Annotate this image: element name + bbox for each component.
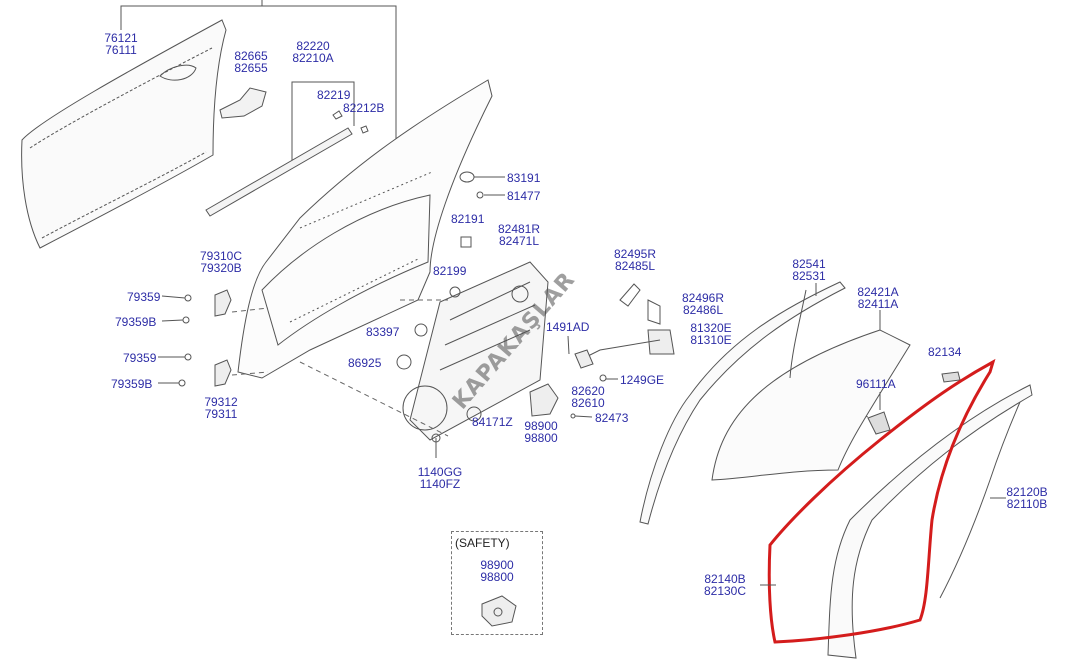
- safety-code-1: 98900: [480, 558, 514, 572]
- callout-clip-c: 1491AD: [546, 320, 590, 334]
- callout-hinge-lower-bolt2: 79359B: [111, 377, 153, 391]
- callout-outside-handle-2: 82655: [234, 61, 268, 75]
- callout-belt-1: 82220: [296, 39, 330, 53]
- callout-outside-handle-1: 82665: [234, 49, 268, 63]
- callout-clip-a: 82219: [317, 88, 351, 102]
- callout-regulator-2: 98800: [524, 431, 558, 445]
- upper-hinge-part: [214, 289, 232, 317]
- module-panel: [402, 261, 549, 441]
- callout-channel-2: 82531: [792, 269, 826, 283]
- callout-module-panel-1: 82481R: [497, 222, 541, 236]
- callout-screw-b: 82473: [595, 411, 629, 425]
- callout-body-seal-1: 82140B: [704, 572, 746, 586]
- callout-glass-1: 82421A: [857, 285, 899, 299]
- belt-weatherstrip: [205, 81, 369, 217]
- callout-plug-d: 83397: [366, 325, 400, 339]
- callout-bolt-hu1: 79359: [127, 290, 161, 304]
- door-frame: [237, 79, 493, 379]
- callout-glass-2: 82411A: [857, 297, 899, 311]
- run-channel: [639, 281, 846, 525]
- top-bracket: [120, 0, 397, 140]
- callout-bolt-hu2: 79359B: [115, 315, 157, 329]
- callout-cable-2: 82610: [571, 396, 605, 410]
- callout-outer-panel-2: 76111: [105, 43, 137, 57]
- outside-handle-part: [219, 87, 267, 119]
- callout-door-seal-2: 82110B: [1006, 497, 1048, 511]
- small-plugs: [396, 171, 618, 458]
- callout-grommet: 84171Z: [472, 415, 513, 429]
- callout-channel-1: 82541: [792, 257, 826, 271]
- callout-hinge-lower-bolt1: 79359: [123, 351, 157, 365]
- callout-plug-e: 86925: [348, 356, 382, 370]
- regulator-motor-part: [529, 383, 559, 417]
- callout-bolt-a: 81477: [507, 189, 541, 203]
- door-seal-part: [827, 384, 1033, 659]
- callout-delta-cover: 96111A: [856, 377, 896, 391]
- outer-door-panel: [21, 19, 227, 249]
- door-glass: [711, 329, 911, 481]
- callout-plug-a: 83191: [507, 171, 541, 185]
- callout-plug-c: 82199: [433, 264, 467, 278]
- callout-bolt-b-1: 1140GG: [417, 465, 463, 479]
- callout-door-seal-1: 82120B: [1006, 485, 1048, 499]
- callout-plug-b: 82191: [451, 212, 485, 226]
- callout-module-panel-2: 82471L: [498, 234, 540, 248]
- callout-inside-bracket-2: 82486L: [682, 303, 724, 317]
- callout-latch-2: 81310E: [690, 333, 732, 347]
- callout-hinge-lower-1: 79312: [204, 395, 238, 409]
- callout-hinge-lower-2: 79311: [204, 407, 238, 421]
- callout-regulator-1: 98900: [524, 419, 558, 433]
- callout-screw-a: 1249GE: [620, 373, 665, 387]
- callout-outer-panel-1: 76121: [104, 31, 138, 45]
- trim-clip-part: [941, 371, 961, 383]
- lower-hinge-part: [214, 359, 232, 387]
- callout-inside-bracket-1: 82496R: [681, 291, 725, 305]
- callout-latch-1: 81320E: [690, 321, 732, 335]
- safety-box: [451, 531, 543, 635]
- safety-code-2: 98800: [480, 570, 514, 584]
- callout-cable-1: 82620: [571, 384, 605, 398]
- callout-hinge-upper-1: 79310C: [199, 249, 243, 263]
- callout-clip-b: 82212B: [343, 101, 385, 115]
- safety-motor-icon: [481, 595, 517, 627]
- delta-cover-part: [867, 411, 891, 435]
- body-seal-part: [767, 358, 996, 644]
- hinge-bolts: [158, 294, 192, 387]
- callout-rod-2: 82485L: [614, 259, 656, 273]
- callout-trim: 82134: [928, 345, 962, 359]
- callout-hinge-upper-2: 79320B: [200, 261, 242, 275]
- callout-bolt-b-2: 1140FZ: [419, 477, 461, 491]
- callout-rod-1: 82495R: [613, 247, 657, 261]
- callout-body-seal-2: 82130C: [703, 584, 747, 598]
- latch-linkage: [574, 283, 675, 369]
- callout-belt-2: 82210A: [292, 51, 334, 65]
- safety-title: (SAFETY): [455, 536, 510, 550]
